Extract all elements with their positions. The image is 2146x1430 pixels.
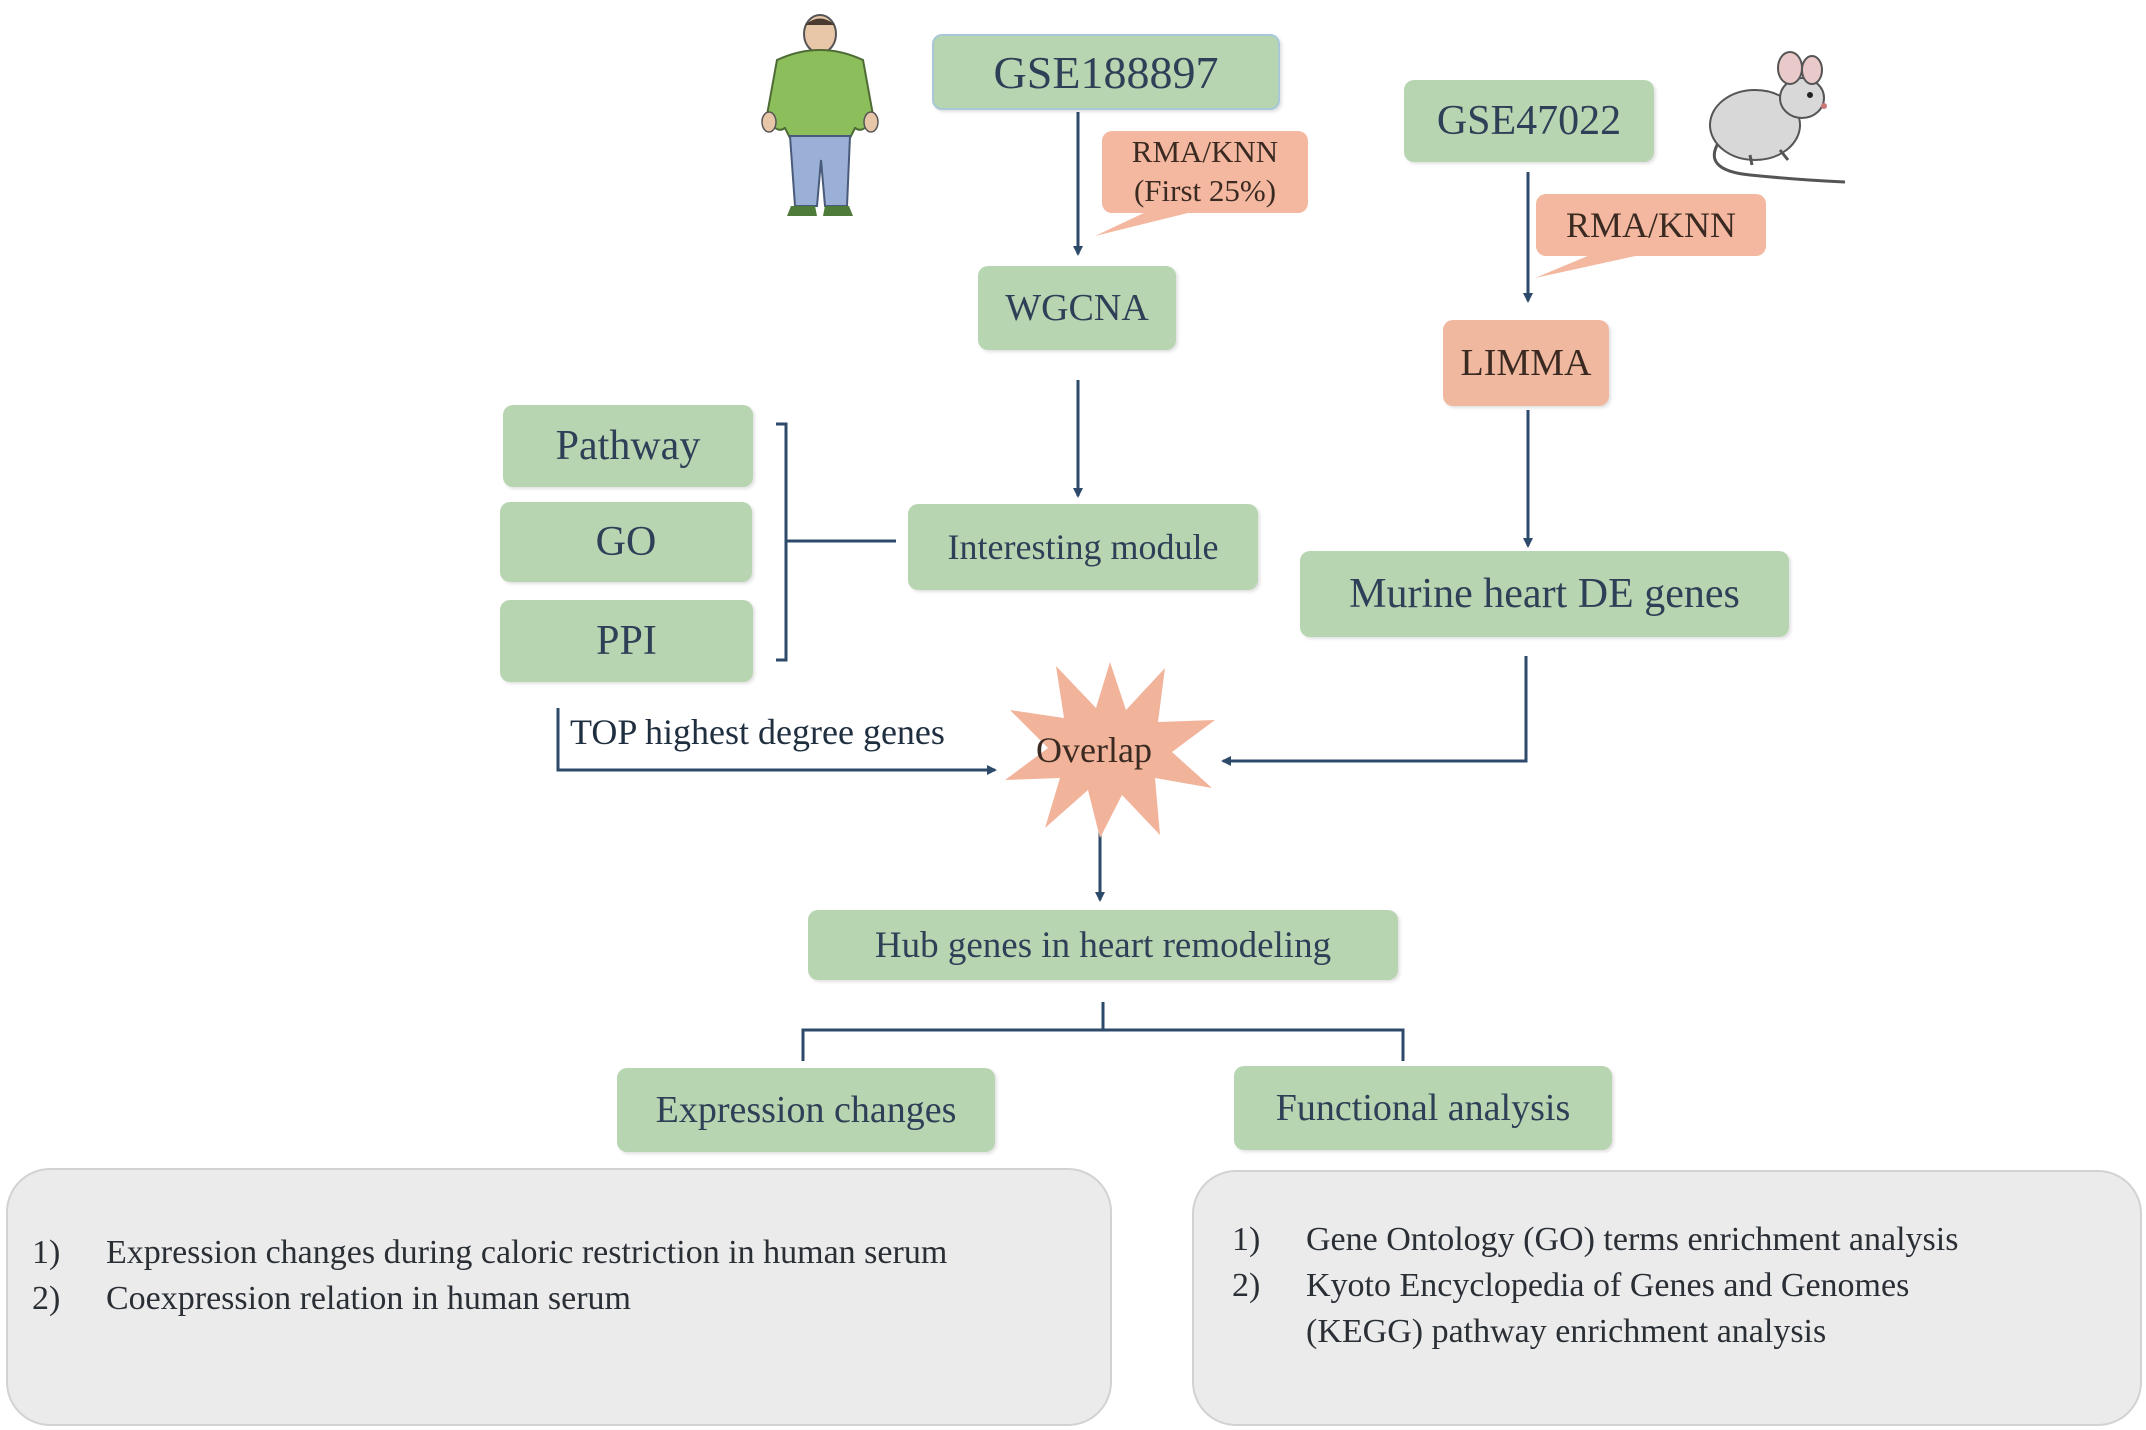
gse188897-box: GSE188897: [932, 34, 1280, 110]
pathway-box: Pathway: [503, 405, 753, 487]
human-callout-line-1: RMA/KNN: [1131, 134, 1279, 170]
arrow-top-genes-to-overlap: [556, 708, 997, 775]
mouse-callout-tail: [1535, 255, 1640, 278]
gse47022-box: GSE47022: [1404, 80, 1654, 162]
functional-detail-item: (KEGG) pathway enrichment analysis: [1232, 1309, 1958, 1355]
item-number: 2): [1232, 1267, 1261, 1304]
interesting-module-box: Interesting module: [908, 504, 1258, 590]
item-number: 1): [1232, 1221, 1261, 1258]
bracket: [776, 422, 788, 662]
murine-de-genes-box: Murine heart DE genes: [1300, 551, 1789, 637]
item-number: 1): [32, 1234, 61, 1271]
functional-detail-item: 1) Gene Ontology (GO) terms enrichment an…: [1232, 1217, 1958, 1263]
obese-human-icon: [761, 14, 879, 216]
mouse-callout: RMA/KNN: [1536, 194, 1766, 256]
human-callout-line-2: (First 25%): [1133, 173, 1277, 208]
item-text: Coexpression relation in human serum: [106, 1280, 632, 1317]
item-number: 2): [32, 1280, 61, 1317]
functional-analysis-box: Functional analysis: [1234, 1066, 1612, 1150]
go-box: GO: [500, 502, 752, 582]
ppi-box: PPI: [500, 600, 753, 682]
overlap-starburst: [1005, 662, 1215, 838]
item-text: (KEGG) pathway enrichment analysis: [1306, 1313, 1827, 1350]
expression-changes-box: Expression changes: [617, 1068, 995, 1152]
expression-details-panel: 1) Expression changes during caloric rest…: [6, 1168, 1112, 1426]
item-text: Gene Ontology (GO) terms enrichment anal…: [1306, 1221, 1959, 1258]
split-connector: [801, 1028, 1405, 1061]
top-genes-label: TOP highest degree genes: [570, 712, 945, 752]
human-callout-tail: [1095, 210, 1200, 236]
overlap-label: Overlap: [1036, 730, 1152, 770]
item-text: Expression changes during caloric restri…: [106, 1234, 948, 1271]
expression-detail-item: 1) Expression changes during caloric rest…: [32, 1230, 947, 1276]
item-text: Kyoto Encyclopedia of Genes and Genomes: [1306, 1267, 1910, 1304]
limma-box: LIMMA: [1443, 320, 1609, 406]
functional-detail-item: 2) Kyoto Encyclopedia of Genes and Genome…: [1232, 1263, 1958, 1309]
mouse-icon: [1709, 51, 1846, 184]
human-callout: RMA/KNN (First 25%): [1102, 131, 1308, 213]
expression-detail-item: 2) Coexpression relation in human serum: [32, 1276, 947, 1322]
wgcna-box: WGCNA: [978, 266, 1176, 350]
arrow-de-to-overlap: [1221, 656, 1528, 766]
functional-details-panel: 1) Gene Ontology (GO) terms enrichment an…: [1192, 1170, 2142, 1426]
item-number: [1232, 1309, 1306, 1355]
hub-genes-box: Hub genes in heart remodeling: [808, 910, 1398, 980]
